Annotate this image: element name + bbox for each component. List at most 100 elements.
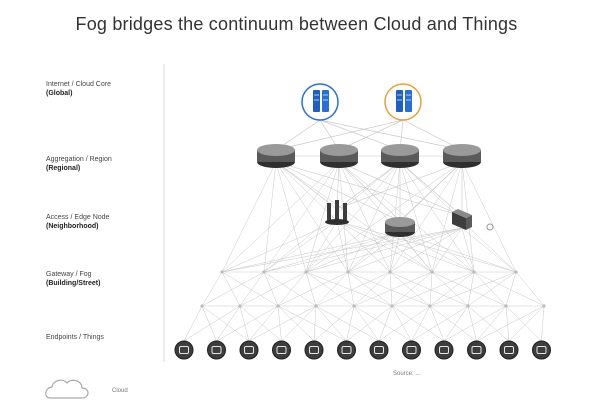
- datacenter-icon: [384, 83, 422, 121]
- mesh-link: [221, 232, 401, 273]
- mesh-link: [263, 161, 340, 273]
- mesh-link: [461, 161, 517, 273]
- mesh-link: [221, 271, 241, 307]
- mesh-link: [239, 271, 307, 307]
- mesh-link: [305, 232, 401, 273]
- mesh-link: [473, 271, 507, 307]
- mesh-link: [429, 271, 517, 307]
- tier-label-building: Gateway / Fog (Building/Street): [46, 270, 158, 288]
- mesh-link: [277, 305, 347, 342]
- mesh-link: [338, 161, 391, 273]
- mesh-link: [431, 227, 463, 273]
- mesh-link: [411, 305, 431, 342]
- tier-label-regional: Aggregation / Region (Regional): [46, 155, 158, 173]
- mesh-link: [431, 271, 469, 307]
- mesh-link: [515, 271, 545, 307]
- mesh-link: [336, 161, 463, 210]
- mesh-link: [353, 271, 391, 307]
- mesh-link: [201, 271, 223, 307]
- gateway-node: [314, 304, 318, 308]
- mesh-link: [347, 271, 393, 307]
- mesh-link: [467, 305, 477, 342]
- mesh-link: [346, 305, 355, 342]
- mesh-link: [378, 305, 393, 342]
- mesh-link: [263, 161, 277, 273]
- mesh-link: [473, 271, 545, 307]
- car-icon: [174, 340, 194, 360]
- mesh-link: [275, 161, 463, 217]
- mesh-link: [476, 305, 545, 342]
- mesh-link: [263, 220, 338, 273]
- mesh-link: [399, 232, 517, 273]
- gateway-node: [276, 304, 280, 308]
- router-icon: [257, 144, 295, 168]
- mesh-link: [305, 271, 317, 307]
- mesh-link: [461, 227, 475, 273]
- mesh-link: [248, 305, 317, 342]
- gateway-node: [220, 270, 224, 274]
- router-icon: [381, 144, 419, 168]
- mesh-link: [508, 305, 545, 342]
- diagram-title: Fog bridges the continuum between Cloud …: [75, 14, 518, 34]
- mesh-link: [305, 220, 338, 273]
- mesh-link: [263, 232, 401, 273]
- mesh-link: [391, 305, 445, 342]
- mesh-link: [305, 161, 463, 273]
- mesh-link: [221, 220, 338, 273]
- mesh-link: [336, 220, 475, 273]
- mesh-link: [389, 161, 463, 273]
- mesh-link: [347, 271, 431, 307]
- mesh-link: [347, 232, 401, 273]
- tier-label-text: Endpoints / Things: [46, 334, 104, 341]
- mesh-link: [431, 161, 463, 273]
- mesh-link: [429, 271, 433, 307]
- mesh-link: [281, 305, 317, 342]
- mesh-link: [391, 271, 433, 307]
- mesh-link: [346, 305, 393, 342]
- mesh-link: [277, 271, 349, 307]
- mesh-link: [338, 161, 433, 273]
- mesh-link: [263, 271, 279, 307]
- mesh-link: [338, 161, 463, 217]
- gateway-node: [304, 270, 308, 274]
- mesh-link: [353, 305, 380, 342]
- gateway-node: [238, 304, 242, 308]
- mesh-link: [443, 305, 469, 342]
- mesh-link: [467, 271, 517, 307]
- mesh-link: [347, 161, 463, 273]
- factory-icon: [369, 340, 389, 360]
- crane-icon: [532, 340, 551, 360]
- mesh-link: [389, 271, 431, 307]
- gateway-node: [542, 304, 546, 308]
- mesh-link: [313, 305, 355, 342]
- mesh-link: [399, 161, 463, 217]
- gateway-node: [466, 304, 470, 308]
- mesh-link: [399, 161, 433, 273]
- mesh-link: [221, 161, 277, 273]
- mesh-link: [305, 271, 393, 307]
- mesh-link: [429, 271, 475, 307]
- mesh-link: [275, 161, 307, 273]
- vehicle-icon: [402, 340, 421, 360]
- gateway-node: [262, 270, 266, 274]
- mesh-link: [305, 161, 340, 273]
- router-icon: [443, 144, 481, 168]
- mesh-link: [338, 161, 401, 222]
- printer-icon: [207, 340, 226, 360]
- mesh-link: [411, 305, 469, 342]
- mesh-link: [315, 305, 380, 342]
- mesh-link: [431, 271, 507, 307]
- mesh-link: [347, 271, 355, 307]
- access-point-icon: [452, 209, 494, 231]
- gateway-node: [352, 304, 356, 308]
- datacenter-icon: [301, 83, 339, 121]
- mesh-link: [353, 271, 433, 307]
- endpoint-row: [174, 340, 551, 360]
- mesh-link: [336, 161, 401, 210]
- mesh-link: [275, 119, 404, 151]
- camera-icon: [272, 340, 291, 360]
- mesh-link: [389, 271, 469, 307]
- phone-icon: [304, 340, 324, 360]
- mesh-link: [319, 119, 401, 151]
